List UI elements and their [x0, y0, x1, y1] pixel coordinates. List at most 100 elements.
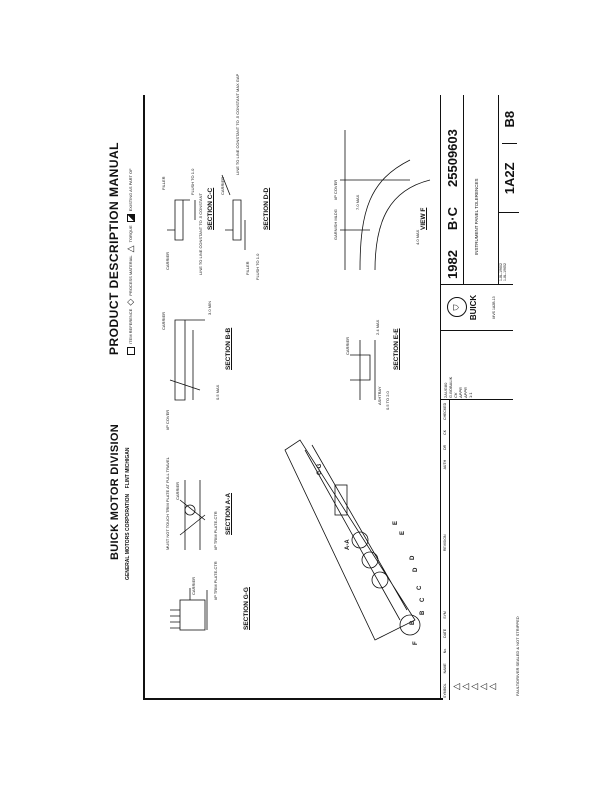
callout: A-A: [345, 539, 351, 550]
square-icon: [126, 347, 135, 355]
scale: 1:1: [468, 392, 473, 398]
brand-block: ⛉ BUICK MVS 1A2B-13: [441, 284, 513, 330]
section-aa-title: SECTION A-A: [225, 492, 232, 535]
callout: E: [393, 520, 399, 525]
diamond-icon: ◇: [125, 298, 135, 306]
section-dd-title: SECTION D-D: [263, 187, 270, 230]
callout: C: [420, 597, 426, 602]
label: 3.0 MIN: [207, 300, 212, 315]
label: LINE TO LINE CONSTANT TO .5 CONSTANT MAX…: [235, 73, 240, 175]
col-header: CHECKED: [443, 402, 447, 420]
code: 1A2Z: [501, 143, 517, 213]
label: 2.4 MAX: [375, 319, 380, 335]
col-header: AUTH: [443, 459, 447, 470]
callout: D: [410, 555, 416, 560]
label: I/P COVER: [165, 409, 170, 430]
triangle-icons: △△△△△: [451, 683, 497, 690]
label: I/P TRIM PLATE-CTR: [213, 511, 218, 550]
callout: B: [410, 620, 416, 625]
section-dd-drawing: [221, 174, 246, 250]
col-header: CK: [443, 429, 447, 435]
section-bb-drawing: [169, 319, 205, 401]
section-gg-title: SECTION G-G: [243, 587, 250, 630]
year: 1982: [444, 250, 460, 279]
label: CARRIER: [175, 481, 180, 500]
section-drawings: [167, 130, 431, 641]
label: I/P COVER: [333, 179, 338, 200]
half-square-icon: [126, 214, 135, 223]
col-header: NAME: [443, 663, 447, 674]
section-cc-title: SECTION C-C: [207, 187, 214, 230]
section-ee-title: SECTION E-E: [393, 328, 400, 370]
section-aa-drawing: [179, 480, 206, 550]
callout: D: [413, 567, 419, 572]
location: FLINT MICHIGAN: [125, 447, 131, 489]
corporation: GENERAL MOTORS CORPORATION FLINT MICHIGA…: [125, 447, 131, 580]
label: CARRIER: [161, 311, 166, 330]
view-f-drawing: [340, 130, 431, 271]
label: ASHTRAY: [377, 386, 382, 405]
buick-logo-icon: ⛉: [447, 297, 467, 318]
label: LINE TO LINE CONSTANT TO .5 CONSTANT: [198, 193, 203, 275]
section-gg-drawing: [170, 588, 208, 631]
sheet: B8: [501, 110, 517, 128]
col-header: SYMBOL: [443, 683, 447, 698]
label: FILLER: [161, 176, 166, 190]
col-header: DATE: [443, 628, 447, 638]
label: CARRIER: [165, 251, 170, 270]
section-bb-title: SECTION B-B: [225, 327, 232, 370]
callout: F: [413, 641, 419, 645]
label: FILLER: [245, 261, 250, 275]
corporation-name: GENERAL MOTORS CORPORATION: [125, 493, 131, 580]
label: MUST NOT TOUCH TRIM PLATE AT FULL TRAVEL: [165, 457, 170, 550]
ref: MVS 1A2B-13: [492, 296, 496, 319]
drawing-id-row: 1982 B·C 25509603: [441, 95, 464, 285]
ref: 1-8L-19652: [503, 263, 507, 281]
col-header: DR: [443, 444, 447, 450]
callout: C: [417, 585, 423, 590]
label: I/P TRIM PLATE-CTR: [213, 561, 218, 600]
drawing-sheet: BUICK MOTOR DIVISION GENERAL MOTORS CORP…: [95, 74, 525, 700]
section-cc-drawing: [167, 199, 196, 241]
view-f-title: VIEW F: [420, 207, 427, 230]
label: FLUSH TO 1.0: [255, 253, 260, 280]
section-ee-drawing: [350, 340, 376, 400]
label: 0.5 TO 2.0: [385, 391, 390, 410]
label: 0.5 MAX: [215, 384, 220, 400]
label: FLUSH TO 1.0: [190, 168, 195, 195]
label: CARRIER: [220, 176, 225, 195]
drawing-id-block: 1982 B·C 25509603 INSTRUMENT PANEL TOLER…: [441, 95, 519, 285]
callout: G-G: [317, 463, 323, 475]
dashboard-drawing: [284, 439, 421, 641]
approval-block: 2AUG80 G.BOBALIK CK APPR APPR 1:1: [441, 330, 513, 400]
col-header: REVISION: [443, 534, 447, 552]
callout: E: [400, 530, 406, 535]
legend-item: ITEM REFERENCE: [128, 308, 133, 344]
col-header: SYM: [443, 611, 447, 619]
revision-table: SYMBOL NAME No. DATE SYM REVISION AUTH D…: [441, 399, 513, 700]
label: GARNISH MLDG: [333, 209, 338, 240]
triangle-icon: △: [125, 245, 135, 253]
drawing-title: INSTRUMENT PANEL TOLERENCES: [464, 95, 499, 285]
footer-note: FAULT/DRIVER SEALED & NOT STRIPPED: [515, 616, 520, 696]
series: B·C: [444, 206, 460, 231]
legend: ITEM REFERENCE ◇ PROCESS MATERIAL △ TORQUE…: [125, 168, 136, 355]
label: 4.0 MAX: [415, 229, 420, 245]
legend-item: TORQUE: [128, 225, 133, 243]
title-block: SYMBOL NAME No. DATE SYM REVISION AUTH D…: [440, 95, 519, 700]
brand: BUICK: [469, 294, 478, 321]
legend-item: EXISTING AS PART OF: [128, 168, 133, 212]
label: 7.0 MAX: [355, 194, 360, 210]
revision-header-row: SYMBOL NAME No. DATE SYM REVISION AUTH D…: [441, 400, 450, 700]
manual-title: PRODUCT DESCRIPTION MANUAL: [107, 142, 121, 355]
legend-item: PROCESS MATERIAL: [128, 255, 133, 296]
label: CARRIER: [191, 576, 196, 595]
drawing-number: 25509603: [444, 129, 460, 187]
drawing-frame: BUICK MOTOR DIVISION GENERAL MOTORS CORP…: [95, 74, 525, 700]
label: CARRIER: [345, 336, 350, 355]
callout: B: [420, 610, 426, 615]
col-header: No.: [443, 647, 447, 654]
division-title: BUICK MOTOR DIVISION: [109, 424, 121, 560]
